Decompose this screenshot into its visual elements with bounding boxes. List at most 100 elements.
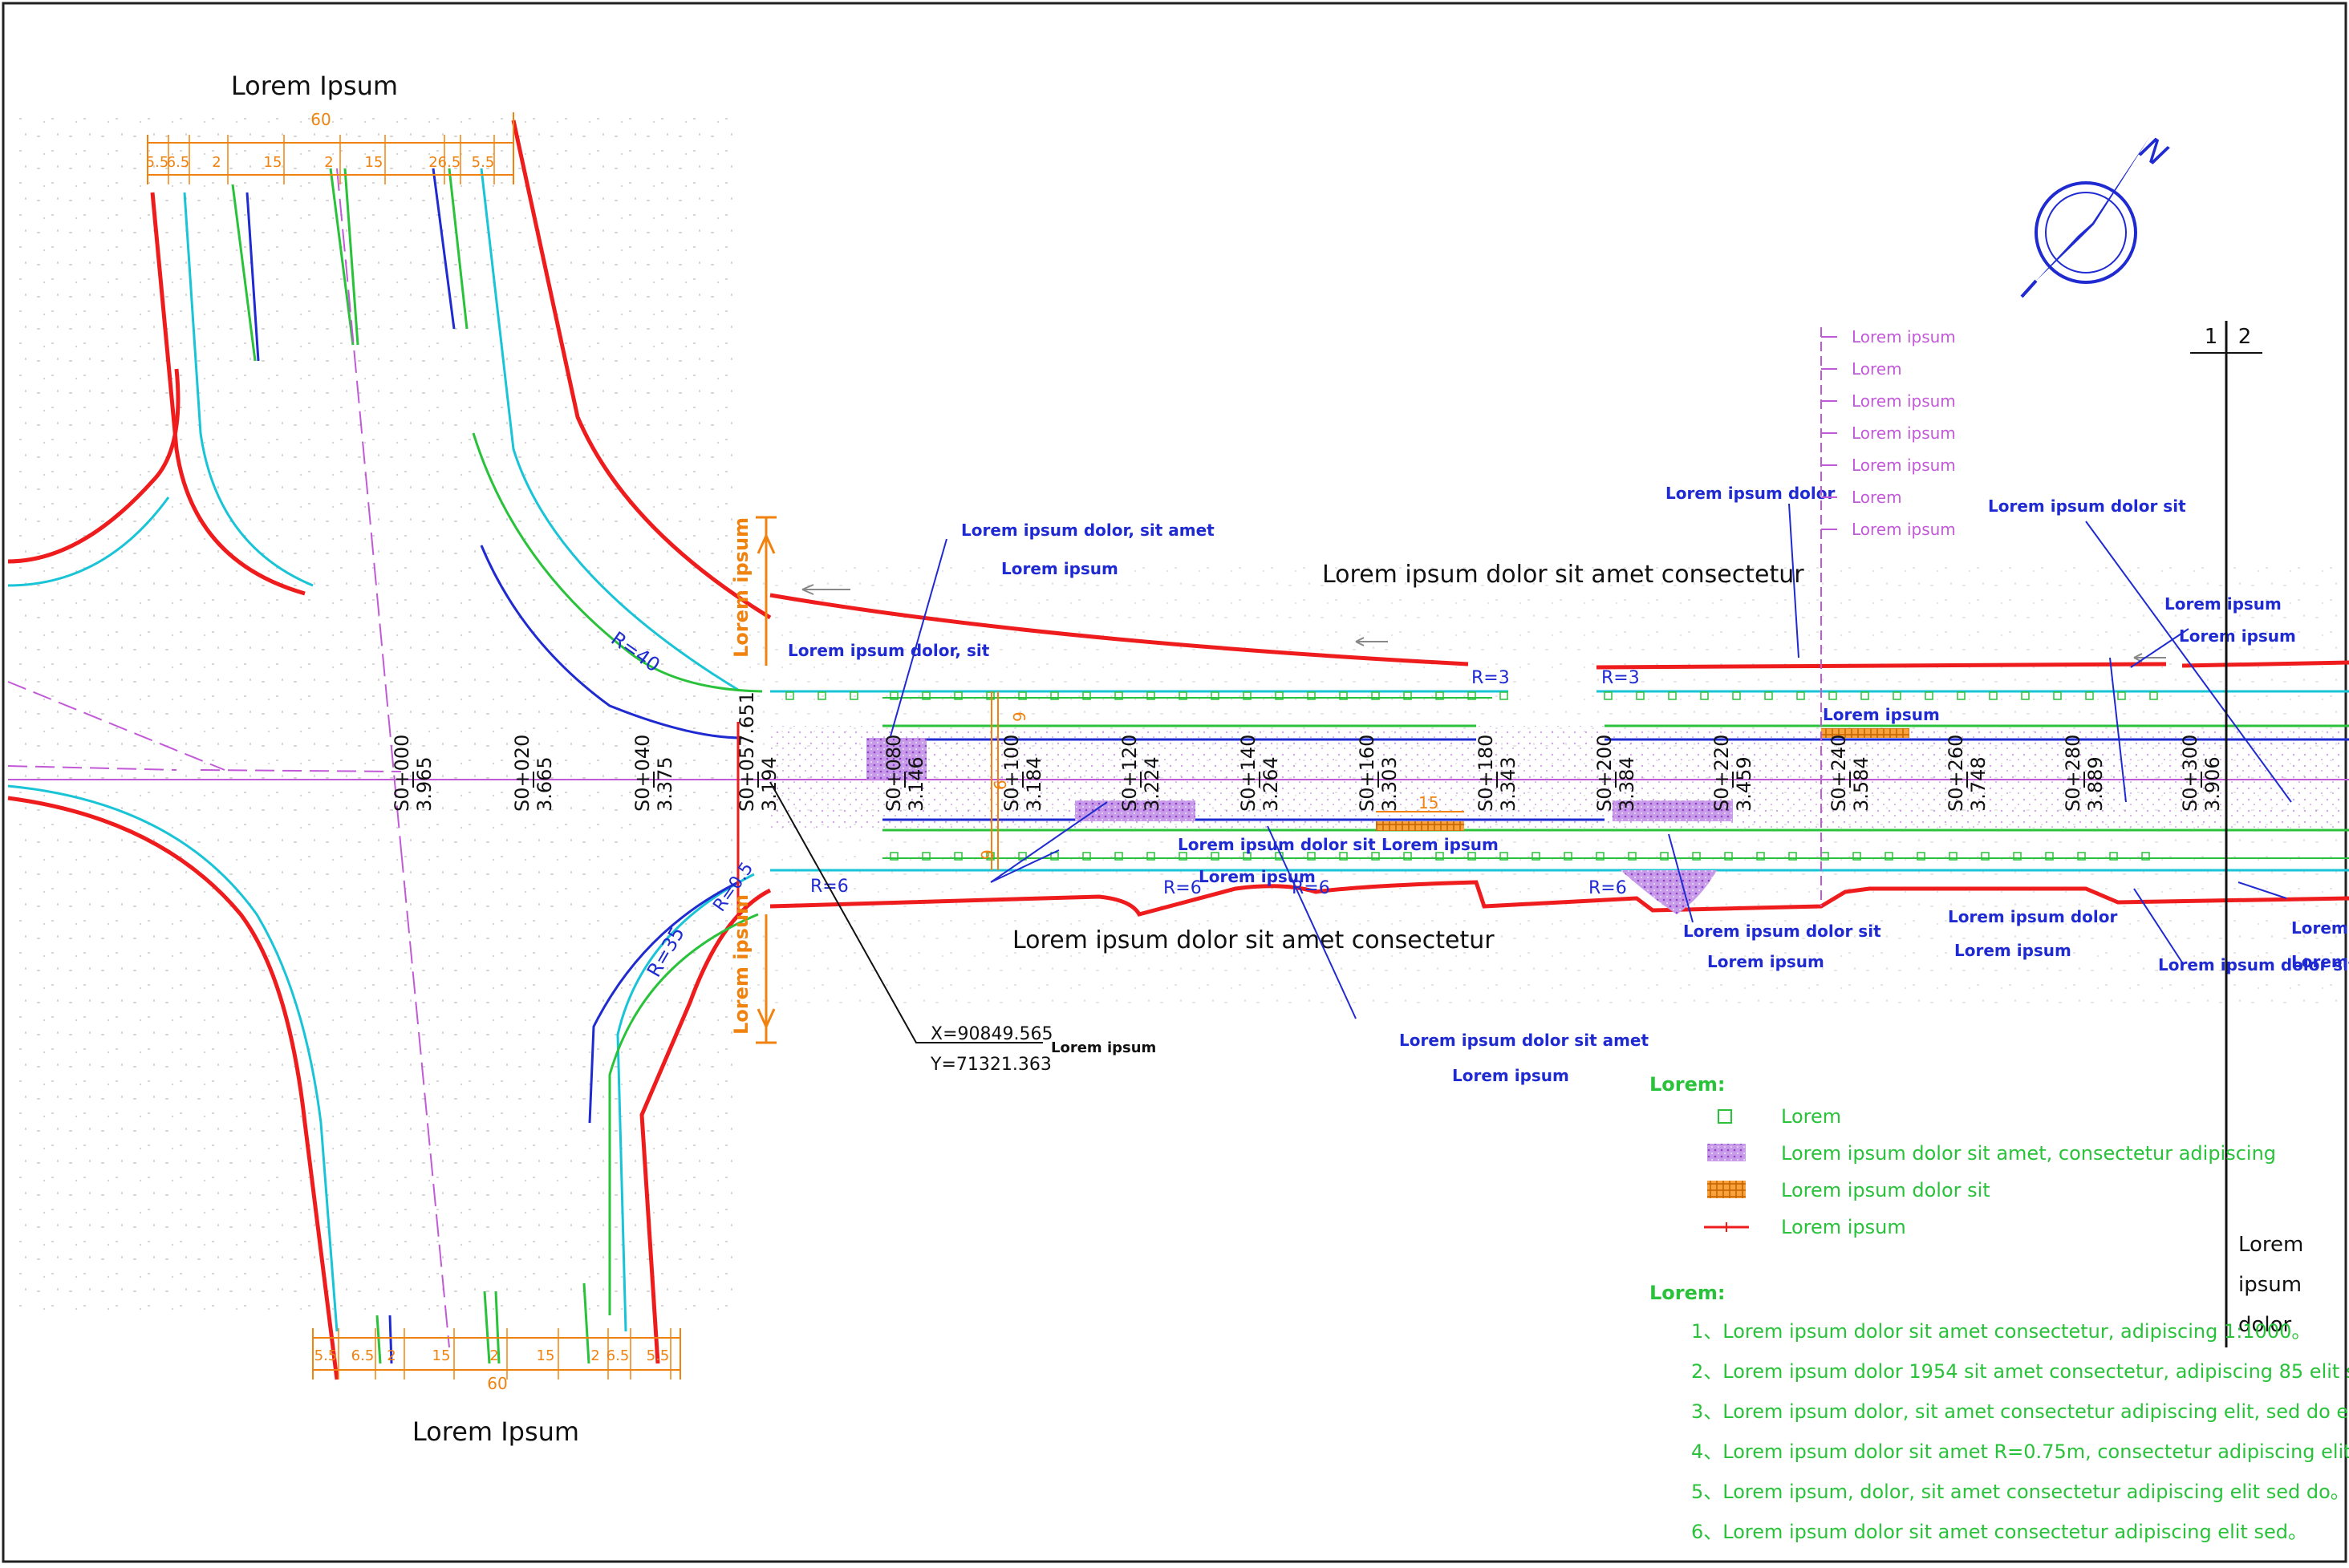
legend-title: Lorem:	[1649, 1073, 1726, 1096]
tree-pit	[1435, 852, 1444, 861]
cross-section-item: Lorem	[1852, 488, 1902, 507]
northwest-edge	[7, 496, 170, 587]
station-label: S0+140	[1237, 735, 1260, 812]
legend-item: Lorem ipsum dolor sit	[1707, 1179, 1990, 1201]
top-dim-value: 6.5	[438, 154, 461, 171]
note-asphalt-2a: Lorem ipsum	[2164, 594, 2282, 614]
start-point-label: Lorem ipsum	[1051, 1039, 1156, 1056]
legend-item: Lorem ipsum	[1704, 1216, 1906, 1238]
tree-pit	[817, 691, 826, 700]
legend-item: Lorem	[1718, 1105, 1841, 1128]
tree-pit	[1788, 852, 1797, 861]
tree-pit	[1339, 852, 1348, 861]
station-label: S0+120	[1118, 735, 1141, 812]
top-dim-value: 2	[428, 154, 437, 171]
tree-pit	[1796, 691, 1805, 700]
bottom-dim-value: 6.5	[607, 1347, 630, 1364]
design-scope-label-south: Lorem ipsum	[730, 894, 753, 1035]
explanation-item: 6、Lorem ipsum dolor sit amet consectetur…	[1691, 1521, 2307, 1543]
tree-pit	[1917, 852, 1925, 861]
start-point-leader	[769, 781, 1043, 1043]
bus-stop-symbol	[1707, 1181, 1746, 1198]
note-paving-1: Lorem ipsum dolor sit	[1988, 496, 2186, 516]
legend-label: Lorem ipsum dolor sit	[1781, 1179, 1990, 1201]
note-median-a: Lorem ipsum dolor sit amet	[1399, 1031, 1649, 1050]
bottom-dim-value: 5.5	[314, 1347, 338, 1364]
tree-pit	[1018, 691, 1027, 700]
note-asphalt-2b: Lorem ipsum	[2179, 626, 2296, 646]
tree-pit-symbol	[1718, 1109, 1732, 1124]
tree-pit	[1756, 852, 1765, 861]
damaged-area-3	[1613, 800, 1733, 821]
bottom-dim-value: 2	[590, 1347, 599, 1364]
tree-pit	[1628, 852, 1637, 861]
station-elevation: 3.303	[1378, 756, 1401, 812]
north-arm	[150, 120, 772, 851]
radius-label-7: R=6	[1588, 878, 1627, 898]
tree-pit	[1604, 691, 1613, 700]
station-elevation: 3.146	[905, 756, 927, 812]
match-line	[2190, 321, 2262, 1347]
road-name-top: Lorem Ipsum	[231, 71, 398, 101]
station-elevation: 3.584	[1850, 756, 1872, 812]
station-elevation: 3.194	[758, 756, 781, 812]
tree-pit	[1957, 691, 1966, 700]
tree-pit	[1179, 852, 1187, 861]
survey-texture	[16, 112, 738, 1315]
tree-pit	[1146, 691, 1155, 700]
note-crack-a: Lorem ipsum dolor sit	[1178, 835, 1376, 854]
station-label: S0+020	[511, 735, 533, 812]
note-crack-b: Lorem ipsum	[1199, 867, 1316, 886]
section-width-3: 9	[978, 849, 997, 860]
tree-pit	[1243, 852, 1252, 861]
tree-pit	[1596, 852, 1605, 861]
explanation-item: 5、Lorem ipsum, dolor, sit amet consectet…	[1691, 1481, 2349, 1503]
station-elevation: 3.224	[1141, 756, 1163, 812]
station-label: S0+080	[882, 735, 905, 812]
start-point-x: X=90849.565	[931, 1024, 1053, 1044]
station-label: S0+300	[2179, 735, 2201, 812]
tree-pit	[1243, 691, 1252, 700]
top-dim-value: 6.5	[167, 154, 190, 171]
station-elevation: 3.889	[2084, 756, 2107, 812]
bus-stop-pad-south	[1376, 821, 1464, 831]
tree-pit	[2141, 852, 2150, 861]
radius-label-5: R=6	[1163, 878, 1202, 898]
tree-pit	[1564, 852, 1572, 861]
tree-pit	[890, 852, 899, 861]
station-label: S0+260	[1945, 735, 1967, 812]
tree-pit	[2045, 852, 2054, 861]
note-asphalt-1a: Lorem ipsum dolor, sit amet	[961, 521, 1215, 540]
explanation-item: 1、Lorem ipsum dolor sit amet consectetur…	[1691, 1320, 2310, 1343]
entrance-north: Lorem ipsum dolor sit amet consectetur	[1322, 561, 1804, 589]
bottom-total: 60	[487, 1374, 507, 1393]
cross-section-item: Lorem ipsum	[1852, 327, 1956, 346]
bottom-dimension-chain	[312, 1328, 681, 1380]
note-asphalt-1b: Lorem ipsum	[1001, 559, 1118, 578]
tree-pit	[2085, 691, 2094, 700]
top-total: 60	[310, 110, 331, 129]
cross-section-item: Lorem ipsum	[1852, 456, 1956, 475]
tree-pit	[1403, 852, 1412, 861]
explanation-title: Lorem:	[1649, 1282, 1726, 1304]
tree-pit	[2149, 691, 2158, 700]
station-elevation: 3.906	[2201, 756, 2224, 812]
match-line-label-3: dolor	[2238, 1313, 2292, 1337]
main-corridor	[8, 593, 2349, 917]
bottom-dim-value: 6.5	[351, 1347, 375, 1364]
note-slab-b: Lorem ipsum	[1707, 952, 1824, 971]
damaged-area-symbol	[1707, 1144, 1746, 1161]
tree-pit	[1724, 852, 1733, 861]
tree-pit	[1371, 852, 1380, 861]
tree-pit	[1989, 691, 1998, 700]
tree-pit	[1403, 691, 1412, 700]
road-name-bottom: Lorem Ipsum	[412, 1416, 579, 1447]
tree-pit	[954, 691, 963, 700]
tree-pit	[1499, 852, 1508, 861]
tree-pit-row	[785, 691, 2158, 861]
sheet-number-right: 2	[2238, 325, 2252, 349]
explanation-list: 1、Lorem ipsum dolor sit amet consectetur…	[1691, 1320, 2349, 1543]
